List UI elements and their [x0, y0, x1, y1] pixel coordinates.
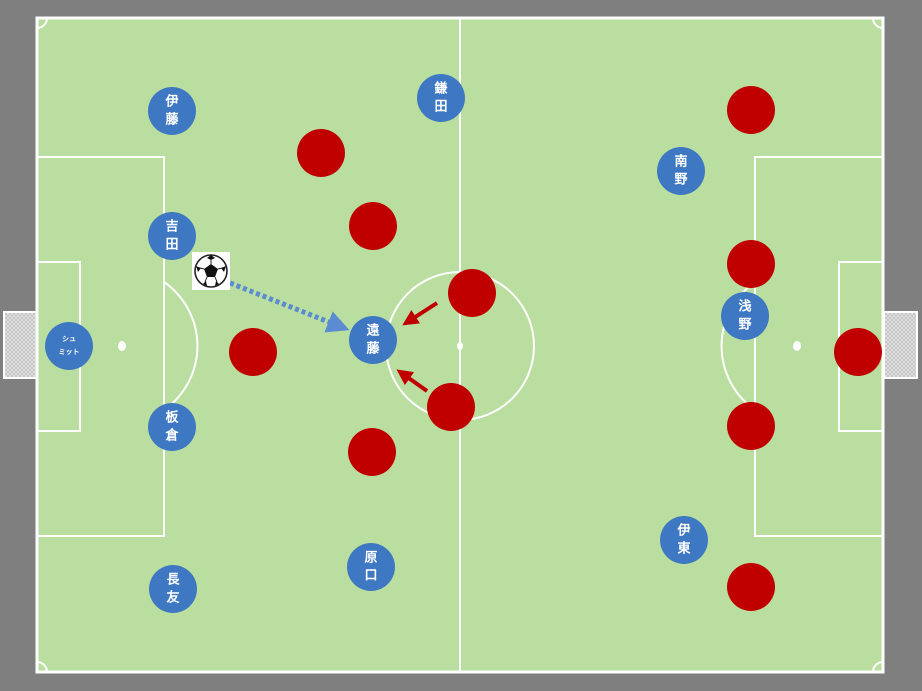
center-spot [457, 342, 463, 350]
svg-text:口: 口 [364, 569, 377, 584]
blue-player-asano: 浅 野 [721, 292, 769, 340]
svg-text:遠: 遠 [366, 323, 379, 339]
svg-text:伊: 伊 [164, 94, 178, 110]
red-player [229, 328, 277, 376]
red-player [727, 86, 775, 134]
right-goal [883, 311, 918, 379]
svg-text:友: 友 [166, 590, 179, 606]
svg-text:野: 野 [674, 173, 687, 188]
corner-arc-bl [36, 661, 48, 673]
left-penalty-arc [163, 281, 199, 411]
svg-text:伊: 伊 [676, 523, 690, 539]
svg-text:鎌: 鎌 [433, 81, 447, 97]
right-penalty-spot [793, 341, 801, 351]
red-player [349, 202, 397, 250]
svg-text:南: 南 [674, 154, 687, 170]
red-player [297, 129, 345, 177]
svg-text:東: 東 [677, 541, 690, 557]
pass-arrow [229, 280, 350, 333]
svg-text:原: 原 [364, 551, 377, 566]
svg-text:野: 野 [738, 318, 751, 333]
red-player [834, 328, 882, 376]
svg-text:ミット: ミット [59, 348, 80, 356]
red-player [348, 428, 396, 476]
svg-text:長: 長 [166, 573, 180, 588]
svg-text:藤: 藤 [366, 341, 380, 357]
blue-player-itakura: 板 倉 [148, 403, 196, 451]
red-team [229, 86, 882, 611]
blue-player-endo: 遠 藤 [349, 316, 397, 364]
red-player [448, 269, 496, 317]
svg-text:吉: 吉 [165, 220, 178, 235]
red-player [727, 240, 775, 288]
left-goal [3, 311, 38, 379]
corner-arc-tr [872, 17, 884, 29]
blue-player-ito-right: 伊 東 [660, 516, 708, 564]
blue-team: 伊 藤 鎌 田 南 野 吉 田 遠 藤 浅 野 シュ [45, 74, 769, 613]
blue-player-minamino: 南 野 [657, 147, 705, 195]
svg-text:田: 田 [434, 100, 447, 115]
red-player [727, 563, 775, 611]
svg-text:浅: 浅 [738, 299, 751, 315]
blue-player-haraguchi: 原 口 [347, 543, 395, 591]
svg-text:田: 田 [165, 238, 178, 253]
corner-arc-tl [36, 17, 48, 29]
blue-player-nagatomo: 長 友 [149, 565, 197, 613]
soccer-ball-icon [192, 252, 230, 290]
blue-player-ito-left: 伊 藤 [148, 87, 196, 135]
blue-player-yoshida: 吉 田 [148, 212, 196, 260]
blue-player-schmidt: シュ ミット [45, 322, 93, 370]
left-penalty-spot [118, 341, 126, 351]
corner-arc-br [872, 661, 884, 673]
pressure-arrow-upper [402, 301, 439, 326]
blue-player-kamada: 鎌 田 [417, 74, 465, 122]
svg-text:倉: 倉 [164, 428, 179, 444]
svg-text:板: 板 [165, 410, 179, 426]
red-player [427, 383, 475, 431]
svg-text:シュ: シュ [62, 335, 76, 343]
pressure-arrow-lower [396, 369, 429, 393]
svg-text:藤: 藤 [165, 112, 179, 128]
red-player [727, 402, 775, 450]
